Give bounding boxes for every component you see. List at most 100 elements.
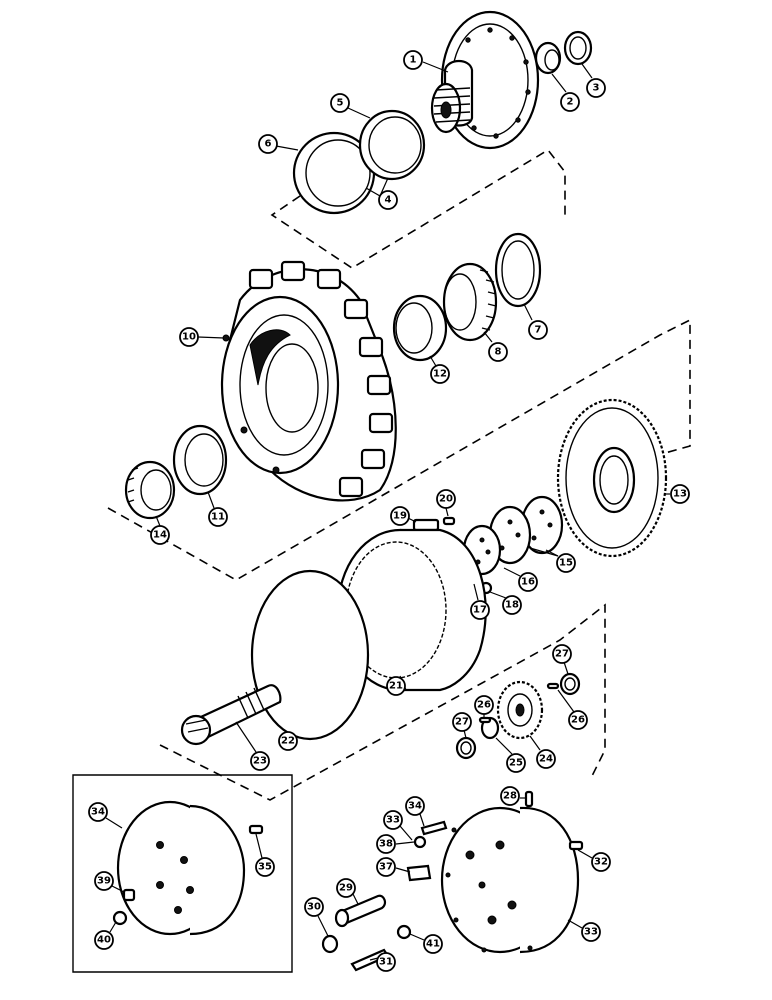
assembly-guide-lines xyxy=(72,148,691,973)
callout-26-left: 26 xyxy=(474,695,494,718)
inset-cover-part-34 xyxy=(116,800,246,936)
svg-text:10: 10 xyxy=(182,332,196,343)
svg-text:17: 17 xyxy=(473,605,487,616)
svg-text:4: 4 xyxy=(385,195,392,206)
svg-text:19: 19 xyxy=(393,511,407,522)
callout-6: 6 xyxy=(258,134,299,154)
svg-text:8: 8 xyxy=(495,347,502,358)
callout-38: 38 xyxy=(376,834,415,854)
callout-24: 24 xyxy=(529,735,556,769)
callout-2: 2 xyxy=(551,73,580,112)
svg-text:27: 27 xyxy=(555,649,569,660)
bearing-cone-part-2 xyxy=(534,41,562,75)
svg-text:1: 1 xyxy=(410,55,417,66)
callout-14: 14 xyxy=(150,515,170,545)
svg-text:27: 27 xyxy=(455,717,469,728)
planet-pin-part-29 xyxy=(334,894,387,928)
plug-part-41 xyxy=(396,924,412,940)
svg-text:32: 32 xyxy=(594,857,608,868)
svg-text:24: 24 xyxy=(539,754,553,765)
callout-19: 19 xyxy=(390,506,417,526)
svg-text:33: 33 xyxy=(386,815,400,826)
svg-text:23: 23 xyxy=(253,756,267,767)
callout-15: 15 xyxy=(529,547,576,573)
housing-part-10 xyxy=(220,260,397,502)
sun-gear-shaft-part-23 xyxy=(180,684,282,746)
svg-text:20: 20 xyxy=(439,494,453,505)
callout-37: 37 xyxy=(376,857,411,877)
screws-and-plugs xyxy=(112,790,584,926)
callout-35: 35 xyxy=(255,833,275,877)
callout-5: 5 xyxy=(330,93,371,119)
bearing-cup-part-12 xyxy=(392,294,448,362)
callout-17: 17 xyxy=(470,583,490,620)
callout-23: 23 xyxy=(235,721,270,771)
svg-text:22: 22 xyxy=(281,736,295,747)
svg-text:21: 21 xyxy=(389,681,403,692)
svg-text:3: 3 xyxy=(593,83,600,94)
callout-12: 12 xyxy=(429,355,450,384)
svg-text:15: 15 xyxy=(559,558,573,569)
svg-text:34: 34 xyxy=(408,801,422,812)
callout-3: 3 xyxy=(581,63,606,98)
callout-21: 21 xyxy=(386,675,407,696)
bearing-cone-part-14 xyxy=(124,460,176,520)
svg-text:2: 2 xyxy=(567,97,574,108)
callout-16: 16 xyxy=(503,567,538,592)
hub-part xyxy=(430,10,540,150)
callouts: 1 2 3 4 5 6 7 8 10 11 12 13 14 15 16 17 … xyxy=(88,50,690,972)
callout-34-center: 34 xyxy=(405,796,425,827)
svg-text:13: 13 xyxy=(673,489,687,500)
callout-32: 32 xyxy=(577,849,611,872)
callout-27-left: 27 xyxy=(452,712,472,739)
svg-text:16: 16 xyxy=(521,577,535,588)
svg-text:11: 11 xyxy=(211,512,225,523)
svg-text:41: 41 xyxy=(426,939,440,950)
svg-text:14: 14 xyxy=(153,530,167,541)
svg-text:29: 29 xyxy=(339,883,353,894)
planet-gear-part-24 xyxy=(496,680,544,740)
svg-text:28: 28 xyxy=(503,791,517,802)
callout-34-inset: 34 xyxy=(88,802,123,829)
callout-28: 28 xyxy=(500,786,526,806)
callout-39: 39 xyxy=(94,871,125,893)
callout-31: 31 xyxy=(369,952,396,972)
seal-rings-part-4-5-6 xyxy=(292,109,426,215)
svg-text:6: 6 xyxy=(265,139,272,150)
svg-text:7: 7 xyxy=(535,325,542,336)
svg-text:25: 25 xyxy=(509,758,523,769)
o-ring-part-30 xyxy=(321,934,339,954)
callout-10: 10 xyxy=(179,327,225,347)
washers-part-25-27 xyxy=(455,672,581,760)
svg-text:40: 40 xyxy=(97,935,111,946)
svg-text:5: 5 xyxy=(337,98,344,109)
svg-text:26: 26 xyxy=(571,715,585,726)
ring-gear-part-13 xyxy=(556,398,668,558)
callout-22: 22 xyxy=(278,731,301,751)
callout-27-right: 27 xyxy=(552,644,572,675)
svg-text:18: 18 xyxy=(505,600,519,611)
callout-13: 13 xyxy=(664,484,690,504)
inset-frame xyxy=(72,774,293,973)
callout-33-right: 33 xyxy=(567,919,601,942)
callout-26-right: 26 xyxy=(557,689,588,730)
o-ring-part-22 xyxy=(250,569,370,741)
svg-text:35: 35 xyxy=(258,862,272,873)
cover-part-33 xyxy=(440,806,580,954)
callout-41: 41 xyxy=(409,933,443,954)
svg-text:34: 34 xyxy=(91,807,105,818)
svg-text:33: 33 xyxy=(584,927,598,938)
callout-29: 29 xyxy=(336,878,359,905)
svg-text:39: 39 xyxy=(97,876,111,887)
bearing-cup-part-11 xyxy=(172,424,228,496)
callout-1: 1 xyxy=(403,50,449,73)
callout-20: 20 xyxy=(436,489,456,517)
svg-text:31: 31 xyxy=(379,957,393,968)
svg-text:37: 37 xyxy=(379,862,393,873)
bearing-cup-part-7 xyxy=(494,232,542,308)
callout-25: 25 xyxy=(495,737,526,773)
svg-text:30: 30 xyxy=(307,902,321,913)
svg-text:12: 12 xyxy=(433,369,447,380)
bearing-cone-part-8 xyxy=(442,262,498,342)
